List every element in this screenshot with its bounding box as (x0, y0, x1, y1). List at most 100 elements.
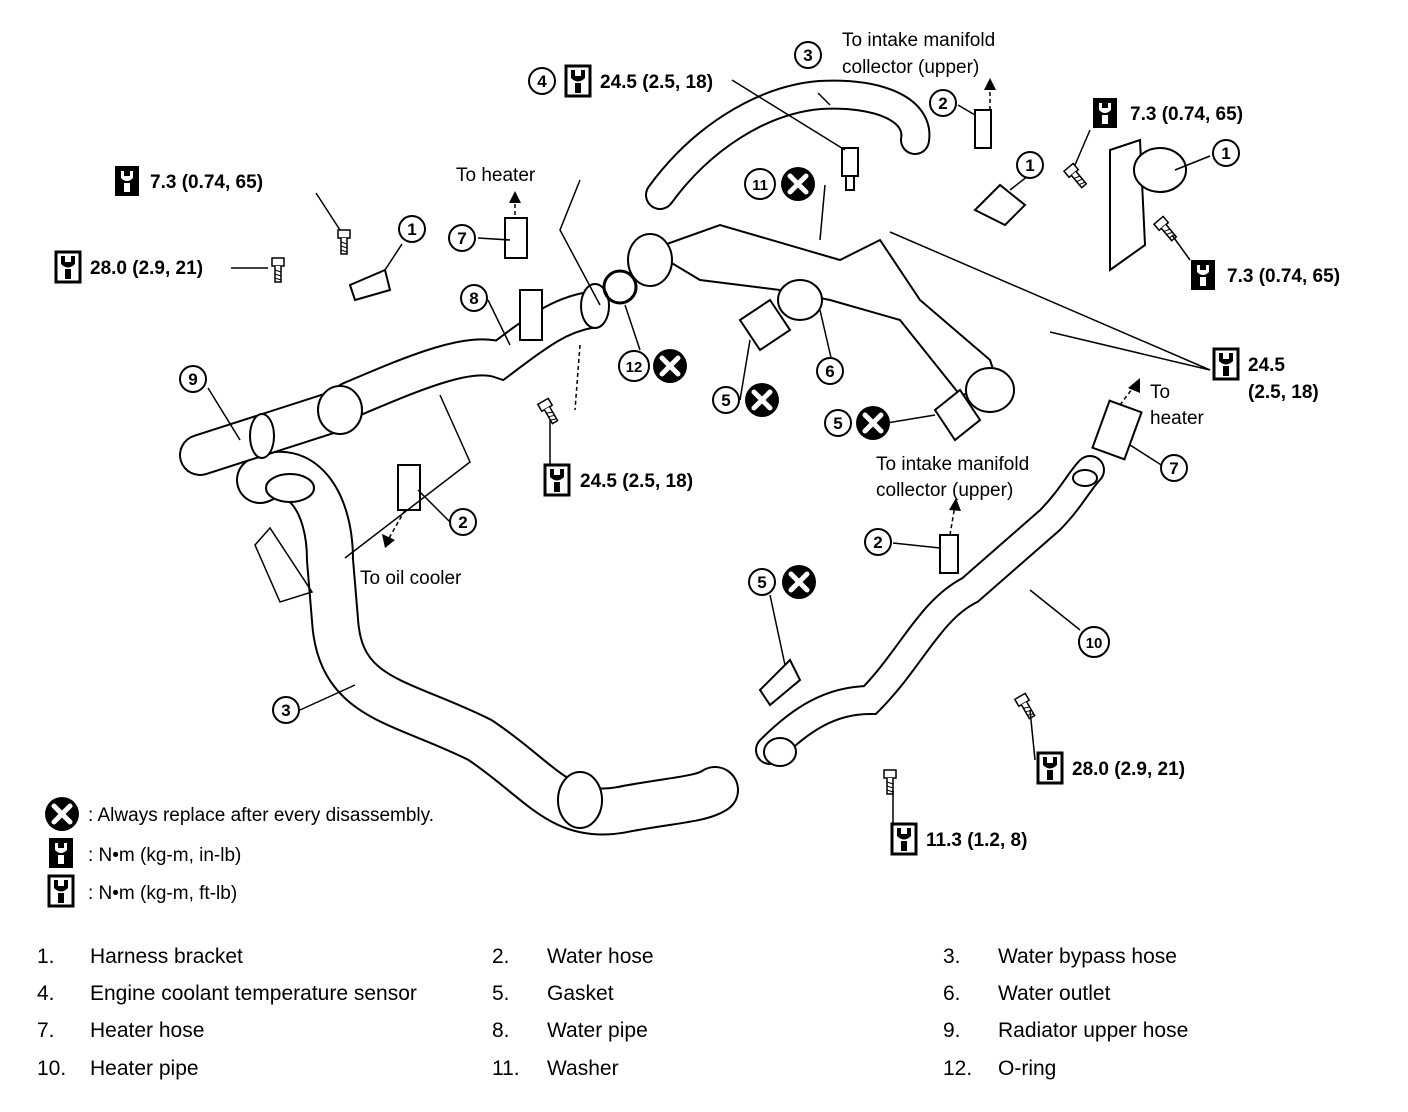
part-name: Washer (547, 1057, 619, 1080)
note-to-heater-right-2: heater (1150, 408, 1205, 429)
svg-text:(2.5, 18): (2.5, 18) (1248, 382, 1319, 403)
callout-2-mid: 2 (864, 528, 892, 556)
torque-ftlb-icon (47, 874, 75, 908)
svg-text:24.5 (2.5, 18): 24.5 (2.5, 18) (580, 471, 693, 492)
torque-bottom: 11.3 (1.2, 8) (890, 822, 1027, 856)
harness-bracket-shapes (348, 138, 1187, 302)
note-to-heater-right-1: To (1150, 382, 1170, 403)
heater-hose-shapes (504, 217, 1143, 461)
part-name: Water outlet (998, 982, 1111, 1005)
torque-outlet: 24.5 (2.5, 18) (1212, 347, 1319, 403)
part-name: Water pipe (547, 1019, 648, 1042)
torque-ftlb-icon (564, 64, 592, 98)
callout-2-top: 2 (929, 89, 957, 117)
part-number: 10. (37, 1057, 67, 1080)
coolant-sensor-shape (841, 147, 859, 191)
coolant-system-diagram: 1 1 1 2 2 2 3 3 4 5 5 5 6 7 7 8 9 10 11 … (0, 30, 1340, 908)
callout-11: 11 (744, 167, 815, 201)
part-name: O-ring (998, 1057, 1057, 1080)
callout-1-clamp-right: 1 (1212, 139, 1240, 167)
callout-7-right: 7 (1160, 454, 1188, 482)
svg-text:11.3 (1.2, 8): 11.3 (1.2, 8) (926, 830, 1027, 851)
callout-5-right: 5 (824, 406, 890, 440)
water-bypass-hose-upper (645, 79, 931, 210)
svg-text:7: 7 (1169, 459, 1178, 478)
svg-text:8: 8 (469, 289, 478, 308)
legend-inlb: : N•m (kg-m, in-lb) (88, 845, 241, 866)
replace-x-icon (782, 565, 816, 599)
part-number: 7. (37, 1019, 55, 1042)
note-intake-top-1: To intake manifold (842, 30, 995, 51)
radiator-upper-hose (179, 389, 361, 476)
torque-inlb-icon (49, 838, 73, 868)
callout-5-left: 5 (712, 383, 779, 417)
svg-text:7: 7 (457, 229, 466, 248)
svg-text:24.5 (2.5, 18): 24.5 (2.5, 18) (600, 72, 713, 93)
part-number: 9. (943, 1019, 961, 1042)
note-to-heater-left: To heater (456, 165, 536, 186)
torque-right-top: 7.3 (0.74, 65) (1093, 98, 1243, 128)
part-name: Harness bracket (90, 945, 243, 968)
replace-x-icon (856, 406, 890, 440)
svg-text:10: 10 (1086, 635, 1103, 652)
flow-arrows (254, 78, 1140, 603)
part-number: 8. (492, 1019, 510, 1042)
part-name: Heater pipe (90, 1057, 199, 1080)
svg-text:2: 2 (873, 533, 882, 552)
callout-3-bottom: 3 (272, 696, 300, 724)
callout-9: 9 (179, 365, 207, 393)
callout-5-bottom: 5 (748, 565, 816, 599)
part-name: Gasket (547, 982, 614, 1005)
svg-text:9: 9 (188, 370, 197, 389)
torque-ftlb-icon (543, 463, 571, 497)
part-number: 3. (943, 945, 961, 968)
part-number: 6. (943, 982, 961, 1005)
water-outlet (602, 223, 1015, 413)
callout-2-left: 2 (449, 508, 477, 536)
svg-text:7.3 (0.74, 65): 7.3 (0.74, 65) (150, 172, 263, 193)
torque-inlb-icon (1093, 98, 1117, 128)
note-oil-cooler: To oil cooler (360, 568, 462, 589)
parts-row-2: 4. Engine coolant temperature sensor 5. … (0, 979, 1408, 1009)
torque-ftlb-icon (54, 250, 82, 284)
part-number: 12. (943, 1057, 973, 1080)
svg-text:2: 2 (938, 94, 947, 113)
part-name: Water hose (547, 945, 654, 968)
legend: : Always replace after every disassembly… (45, 797, 434, 908)
callout-12: 12 (618, 349, 687, 383)
part-number: 1. (37, 945, 55, 968)
torque-mid: 24.5 (2.5, 18) (543, 463, 693, 497)
svg-text:1: 1 (1025, 156, 1034, 175)
replace-x-icon (781, 167, 815, 201)
svg-text:28.0 (2.9, 21): 28.0 (2.9, 21) (1072, 759, 1185, 780)
leader-lines (207, 79, 1211, 830)
note-intake-mid-1: To intake manifold (876, 454, 1029, 475)
replace-x-icon (653, 349, 687, 383)
legend-replace: : Always replace after every disassembly… (88, 805, 434, 826)
replace-x-icon (745, 383, 779, 417)
torque-ftlb-icon (890, 822, 918, 856)
part-number: 4. (37, 982, 55, 1005)
callout-4: 4 (528, 67, 556, 95)
part-number: 2. (492, 945, 510, 968)
note-intake-mid-2: collector (upper) (876, 480, 1013, 501)
torque-sensor: 24.5 (2.5, 18) (564, 64, 713, 98)
svg-text:6: 6 (825, 362, 834, 381)
part-name: Engine coolant temperature sensor (90, 982, 417, 1005)
parts-row-4: 10. Heater pipe 11. Washer 12. O-ring (0, 1054, 1408, 1084)
part-name: Radiator upper hose (998, 1019, 1189, 1042)
torque-right-mid: 7.3 (0.74, 65) (1191, 260, 1340, 290)
svg-text:5: 5 (833, 414, 842, 433)
svg-text:5: 5 (757, 573, 766, 592)
callout-10: 10 (1078, 626, 1110, 658)
torque-heater-pipe: 28.0 (2.9, 21) (1036, 751, 1185, 785)
gasket-shapes (738, 298, 982, 707)
water-bypass-hose-lower (236, 450, 739, 836)
svg-text:7.3 (0.74, 65): 7.3 (0.74, 65) (1227, 266, 1340, 287)
torque-inlb-icon (1191, 260, 1215, 290)
svg-text:11: 11 (752, 177, 768, 194)
heater-pipe (755, 455, 1105, 767)
svg-text:28.0 (2.9, 21): 28.0 (2.9, 21) (90, 258, 203, 279)
part-number: 5. (492, 982, 510, 1005)
svg-text:1: 1 (1221, 144, 1230, 163)
